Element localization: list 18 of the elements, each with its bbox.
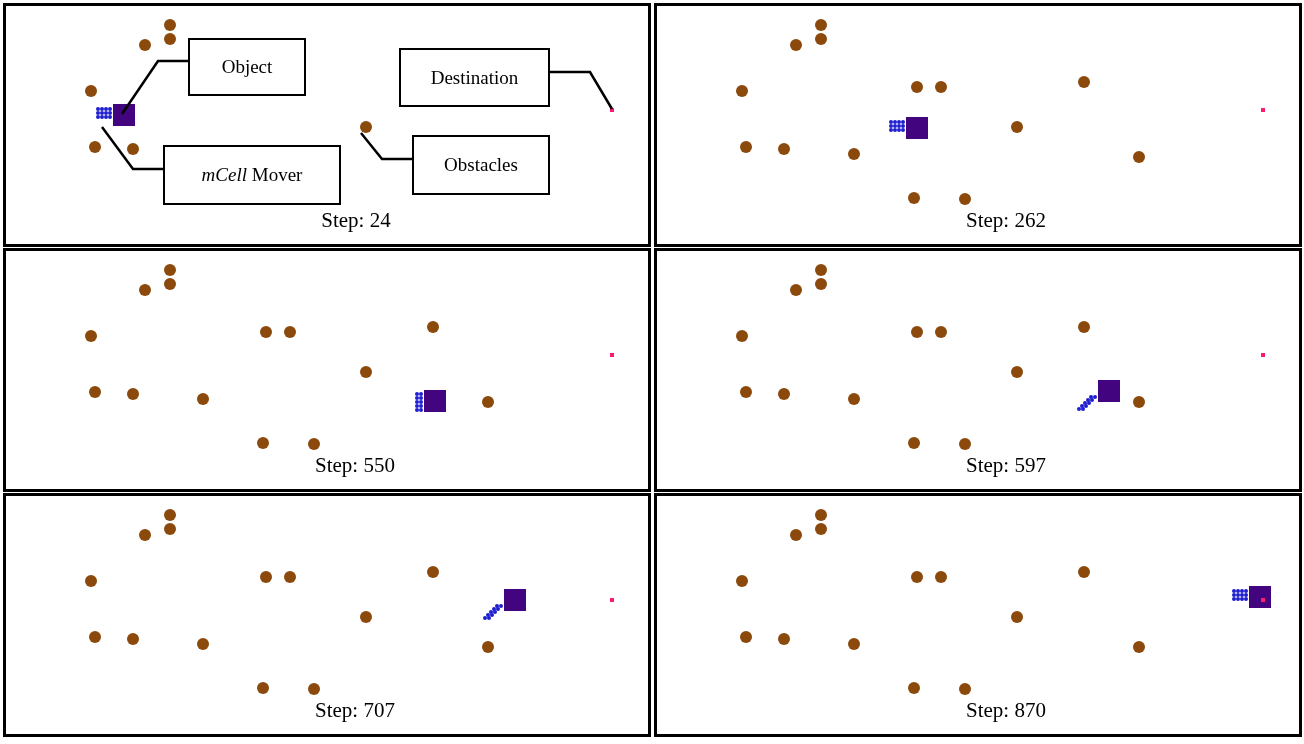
leader-line	[120, 59, 188, 115]
step-counter: Step: 262	[966, 208, 1046, 233]
cell-cluster	[96, 107, 112, 119]
callout-box: Obstacles	[412, 135, 550, 195]
callout-box: Destination	[399, 48, 550, 107]
leader-line	[360, 132, 412, 161]
step-counter: Step: 707	[315, 698, 395, 723]
leader-line	[101, 126, 163, 171]
callout-box: Object	[188, 38, 306, 96]
step-counter: Step: 870	[966, 698, 1046, 723]
step-counter: Step: 597	[966, 453, 1046, 478]
destination-marker	[610, 108, 614, 112]
obstacle-dot	[360, 121, 372, 133]
step-counter: Step: 550	[315, 453, 395, 478]
step-counter: Step: 24	[321, 208, 391, 233]
callout-box: mCell Mover	[163, 145, 341, 205]
object-square	[113, 104, 135, 126]
leader-line	[550, 70, 614, 110]
